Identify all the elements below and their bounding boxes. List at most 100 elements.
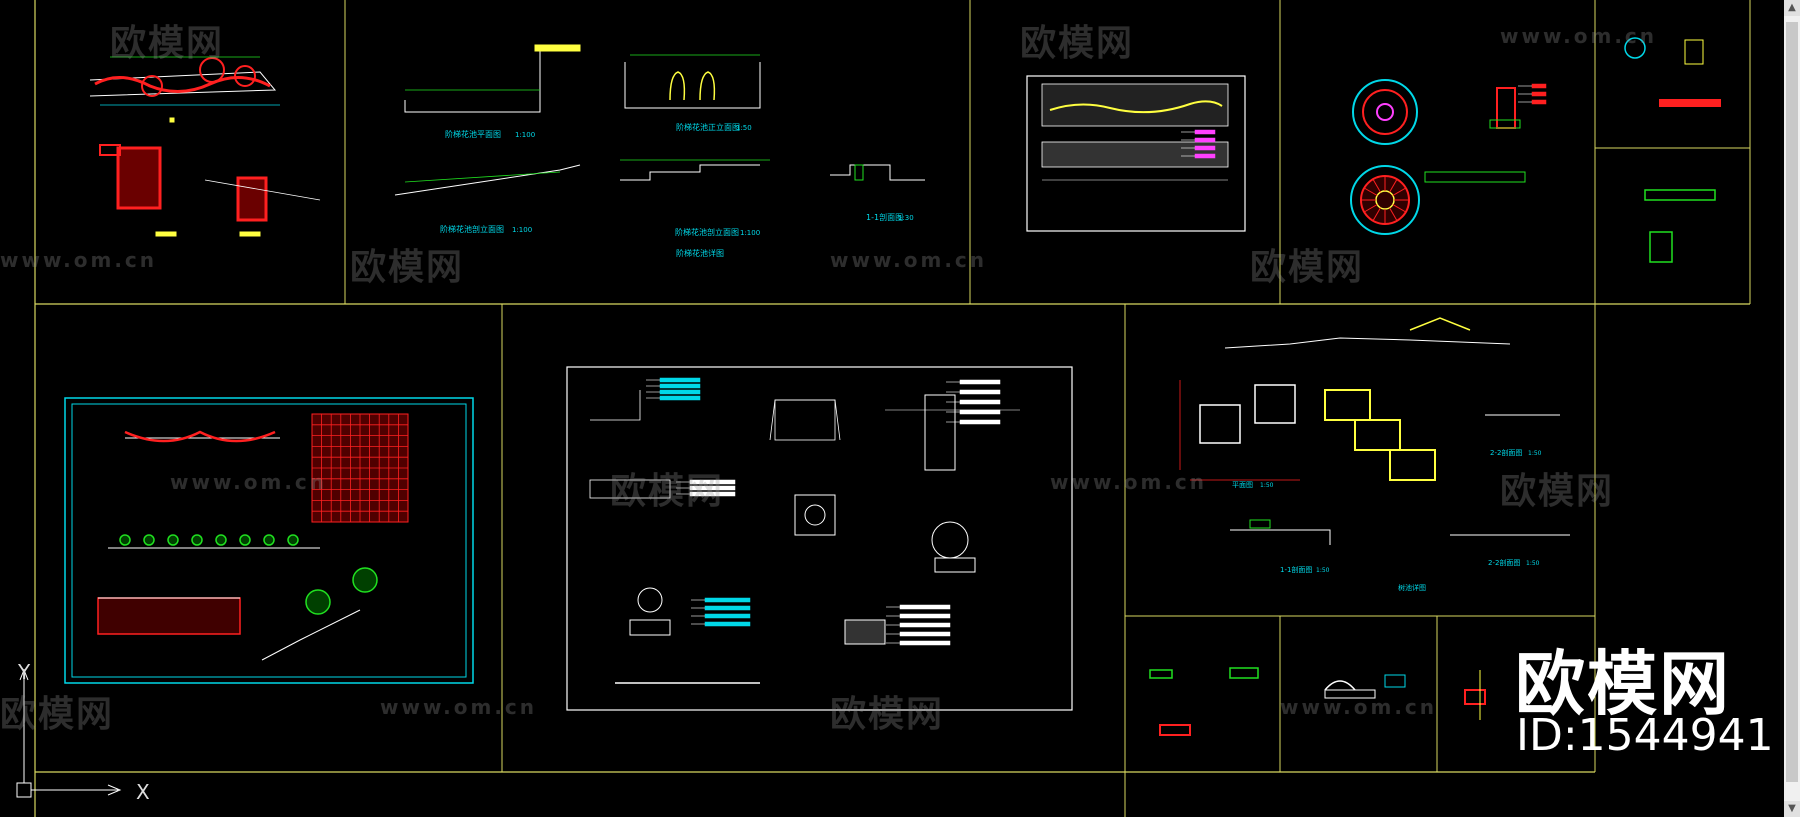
cad-rect bbox=[659, 395, 701, 401]
planter-outline bbox=[124, 430, 276, 443]
cad-rect bbox=[704, 597, 751, 603]
cad-line bbox=[1363, 204, 1378, 213]
drawing-label: 1-1剖面图 bbox=[866, 212, 903, 222]
cad-line bbox=[1392, 187, 1407, 196]
drawing-label: 阶梯花池剖立面图 bbox=[440, 224, 504, 234]
cad-rect bbox=[659, 383, 701, 389]
cad-rect bbox=[1324, 689, 1376, 699]
drawing-label: 2-2剖面图 bbox=[1490, 448, 1522, 457]
cad-circle bbox=[141, 75, 163, 97]
cad-rect bbox=[899, 631, 951, 637]
cad-polyline bbox=[107, 784, 122, 796]
cad-rect bbox=[1194, 145, 1216, 151]
drawing-label: 1:100 bbox=[740, 229, 760, 237]
cad-circle bbox=[167, 534, 179, 546]
cad-rect bbox=[589, 479, 671, 499]
cad-polyline bbox=[624, 62, 761, 109]
cad-rect bbox=[924, 394, 956, 471]
cad-rect bbox=[774, 399, 836, 441]
cad-rect bbox=[1026, 75, 1246, 232]
cad-line bbox=[1389, 207, 1398, 222]
drawing-label: 2-2剖面图 bbox=[1488, 558, 1520, 567]
cad-rect bbox=[1229, 667, 1259, 679]
cad-rect bbox=[169, 117, 175, 123]
cad-rect bbox=[1489, 119, 1521, 129]
cad-rect bbox=[1194, 129, 1216, 135]
cad-rect bbox=[1659, 99, 1721, 107]
cad-rect bbox=[689, 491, 736, 497]
cad-circle bbox=[352, 567, 378, 593]
cad-rect bbox=[704, 613, 751, 619]
cad-circle bbox=[263, 534, 275, 546]
cad-rect bbox=[854, 164, 864, 181]
cad-polyline bbox=[261, 609, 361, 661]
planter-outline bbox=[94, 75, 271, 93]
drawing-label: 1:50 bbox=[1526, 560, 1540, 567]
drawing-label: 1-1剖面图 bbox=[1280, 565, 1312, 574]
arch-detail bbox=[1324, 680, 1356, 691]
drawing-label: 阶梯花池剖立面图 bbox=[675, 227, 739, 237]
cad-rect bbox=[959, 399, 1001, 405]
cad-rect bbox=[794, 494, 836, 536]
cad-rect bbox=[1199, 404, 1241, 444]
figure-sketch bbox=[699, 71, 716, 101]
cad-rect bbox=[1354, 419, 1401, 451]
cad-rect bbox=[16, 782, 32, 798]
cad-circle bbox=[1350, 165, 1420, 235]
drawing-label: 1:50 bbox=[1260, 482, 1274, 489]
cad-rect bbox=[1194, 137, 1216, 143]
vertical-scrollbar[interactable]: ▲ ▼ bbox=[1784, 0, 1800, 817]
drawing-label: 1:50 bbox=[1528, 450, 1542, 457]
cad-rect bbox=[1531, 99, 1547, 105]
cad-rect bbox=[959, 379, 1001, 385]
cad-line bbox=[1389, 178, 1398, 193]
drawing-label: 阶梯花池详图 bbox=[676, 248, 724, 258]
cad-rect bbox=[1644, 189, 1716, 201]
drawing-label: 1:50 bbox=[736, 124, 752, 132]
cad-circle bbox=[931, 521, 969, 559]
cad-rect bbox=[704, 605, 751, 611]
cad-rect bbox=[1249, 519, 1271, 529]
drawing-label: 阶梯花池平面图 bbox=[445, 129, 501, 139]
cad-circle bbox=[804, 504, 826, 526]
cad-polyline bbox=[830, 164, 925, 181]
cad-rect bbox=[1324, 389, 1371, 421]
brand-name: 欧模网 bbox=[1515, 643, 1731, 725]
cad-rect bbox=[629, 619, 671, 636]
cad-circle bbox=[191, 534, 203, 546]
cad-line bbox=[1372, 178, 1381, 193]
cad-rect bbox=[1149, 669, 1173, 679]
cad-rect bbox=[934, 557, 976, 573]
cad-circle bbox=[1624, 37, 1646, 59]
cad-rect bbox=[959, 409, 1001, 415]
cad-rect bbox=[1389, 449, 1436, 481]
cad-rect bbox=[689, 479, 736, 485]
scroll-up-icon[interactable]: ▲ bbox=[1784, 0, 1800, 16]
cad-rect bbox=[239, 231, 261, 237]
drawing-label: 1:100 bbox=[512, 226, 532, 234]
cad-rect bbox=[116, 146, 162, 210]
cad-rect bbox=[899, 640, 951, 646]
cad-rect bbox=[97, 597, 241, 635]
cad-rect bbox=[689, 485, 736, 491]
pavilion-roof bbox=[1409, 317, 1471, 331]
cad-polyline bbox=[89, 71, 277, 97]
cad-rect bbox=[1496, 87, 1516, 129]
cad-rect bbox=[1194, 153, 1216, 159]
cad-rect bbox=[236, 176, 268, 222]
scrollbar-thumb[interactable] bbox=[1786, 22, 1798, 782]
cad-rect bbox=[659, 389, 701, 395]
cad-rect bbox=[1649, 231, 1673, 263]
drawing-label: 1:30 bbox=[898, 214, 914, 222]
cad-rect bbox=[1254, 384, 1296, 424]
cad-rect bbox=[1424, 171, 1526, 183]
drawing-label: 阶梯花池正立面图 bbox=[676, 122, 740, 132]
scroll-down-icon[interactable]: ▼ bbox=[1784, 801, 1800, 817]
drawing-label: 1:100 bbox=[515, 131, 535, 139]
cad-polyline bbox=[1224, 337, 1511, 349]
cad-polyline bbox=[590, 390, 641, 421]
cad-circle bbox=[1352, 79, 1418, 145]
cad-circle bbox=[119, 534, 131, 546]
